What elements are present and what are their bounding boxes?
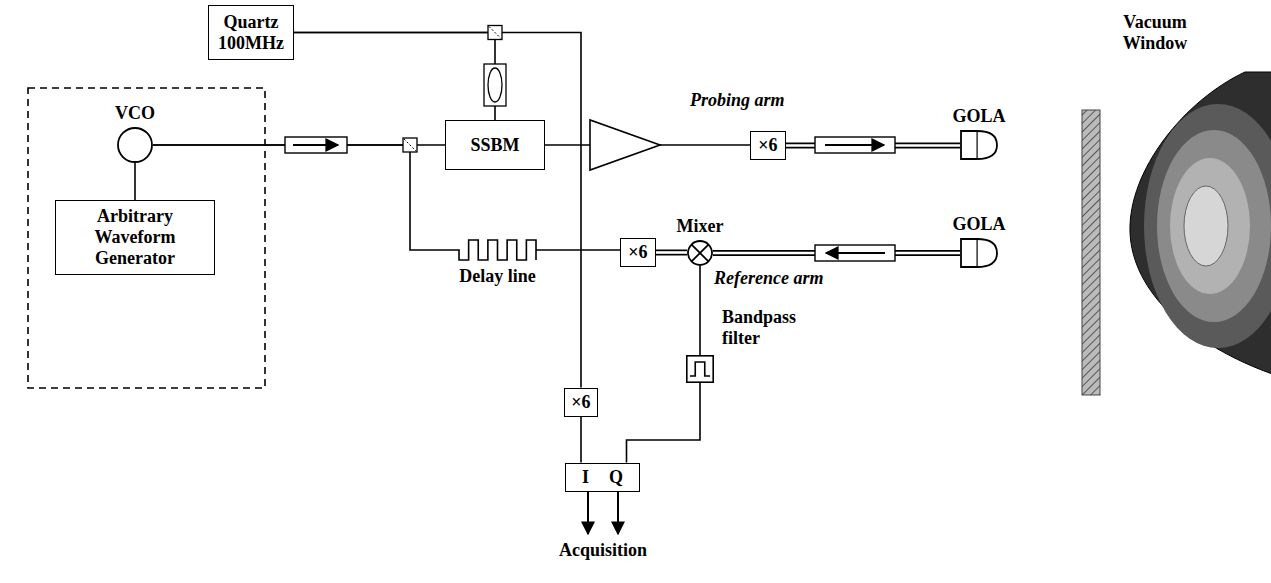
node-text: ×6 bbox=[571, 392, 590, 413]
signal-line bbox=[294, 33, 581, 388]
coupler-symbol bbox=[403, 138, 417, 152]
plasma-cross-section bbox=[1130, 72, 1271, 375]
antenna-horn-outline bbox=[960, 130, 998, 160]
signal-line bbox=[540, 249, 620, 251]
modulator-box: SSBM bbox=[445, 120, 545, 170]
connector bbox=[294, 33, 495, 121]
connector bbox=[581, 417, 582, 463]
node-text: Bandpass filter bbox=[722, 307, 812, 348]
node-text: Mixer bbox=[677, 216, 724, 237]
filter-symbol bbox=[484, 64, 506, 106]
node-text: GOLA bbox=[952, 106, 1005, 127]
signal-line bbox=[627, 383, 701, 463]
window-label-box: Vacuum Window bbox=[1100, 12, 1210, 53]
waveguide-outer bbox=[656, 250, 687, 256]
waveguide-inner bbox=[656, 251, 687, 254]
delay-line-symbol-outline bbox=[455, 238, 540, 262]
coupler-symbol bbox=[488, 26, 502, 40]
vco-circle: VCO bbox=[117, 127, 153, 163]
multiplier-box: ×6 bbox=[564, 388, 598, 417]
antenna-horn: GOLA bbox=[960, 238, 998, 268]
node-text: Arbitrary Waveform Generator bbox=[83, 206, 187, 268]
output-arrow bbox=[587, 491, 589, 534]
signal-line bbox=[580, 417, 582, 463]
delay-line-symbol: Delay line bbox=[455, 238, 540, 262]
node-text: VCO bbox=[115, 103, 155, 124]
output-arrow bbox=[617, 491, 619, 534]
oscillator-box: Quartz 100MHz bbox=[208, 5, 294, 60]
isolator-symbol bbox=[285, 137, 347, 153]
node-text: Q bbox=[609, 467, 623, 488]
isolator-symbol bbox=[815, 245, 895, 261]
node-text: I bbox=[582, 467, 589, 488]
waveguide-inner bbox=[713, 252, 960, 255]
connector bbox=[700, 266, 701, 355]
antenna-horn: GOLA bbox=[960, 130, 998, 160]
mixer-symbol: Mixer bbox=[687, 240, 713, 266]
arm-label: Probing arm bbox=[690, 90, 785, 111]
filter-box-outline bbox=[686, 355, 714, 383]
output-label-box: Acquisition bbox=[538, 540, 668, 561]
node-text: SSBM bbox=[470, 135, 519, 156]
node-text: GOLA bbox=[952, 214, 1005, 235]
dashed-enclosure bbox=[28, 88, 265, 388]
node-text: ×6 bbox=[758, 135, 777, 156]
arm-label-box: Probing arm bbox=[690, 90, 785, 111]
node-text: Quartz 100MHz bbox=[215, 12, 287, 53]
vacuum-window bbox=[1082, 110, 1100, 395]
connector bbox=[786, 145, 960, 146]
connector bbox=[627, 383, 701, 463]
generator-box: Arbitrary Waveform Generator bbox=[55, 200, 215, 275]
window-label: Vacuum Window bbox=[1100, 12, 1210, 53]
connector bbox=[713, 253, 960, 254]
connector bbox=[540, 250, 620, 251]
signal-line bbox=[699, 266, 701, 355]
antenna-horn-outline bbox=[960, 238, 998, 268]
amplifier-symbol bbox=[590, 120, 660, 170]
connector bbox=[294, 33, 581, 388]
iq-demodulator-box: IQ bbox=[565, 463, 640, 492]
signal-line bbox=[294, 33, 495, 121]
connector bbox=[135, 163, 136, 200]
signal-line bbox=[134, 163, 136, 200]
output-label: Acquisition bbox=[538, 540, 668, 561]
vco-circle-outline bbox=[117, 127, 153, 163]
node-text: ×6 bbox=[628, 242, 647, 263]
mixer-symbol-outline bbox=[687, 240, 713, 266]
connector bbox=[656, 252, 687, 253]
multiplier-box: ×6 bbox=[620, 238, 656, 267]
multiplier-box: ×6 bbox=[750, 131, 786, 160]
filter-box: Bandpass filter bbox=[686, 355, 714, 383]
arm-label-box: Reference arm bbox=[714, 268, 823, 289]
arm-label: Reference arm bbox=[714, 268, 823, 289]
isolator-symbol bbox=[815, 137, 895, 153]
node-text: Delay line bbox=[459, 266, 536, 287]
